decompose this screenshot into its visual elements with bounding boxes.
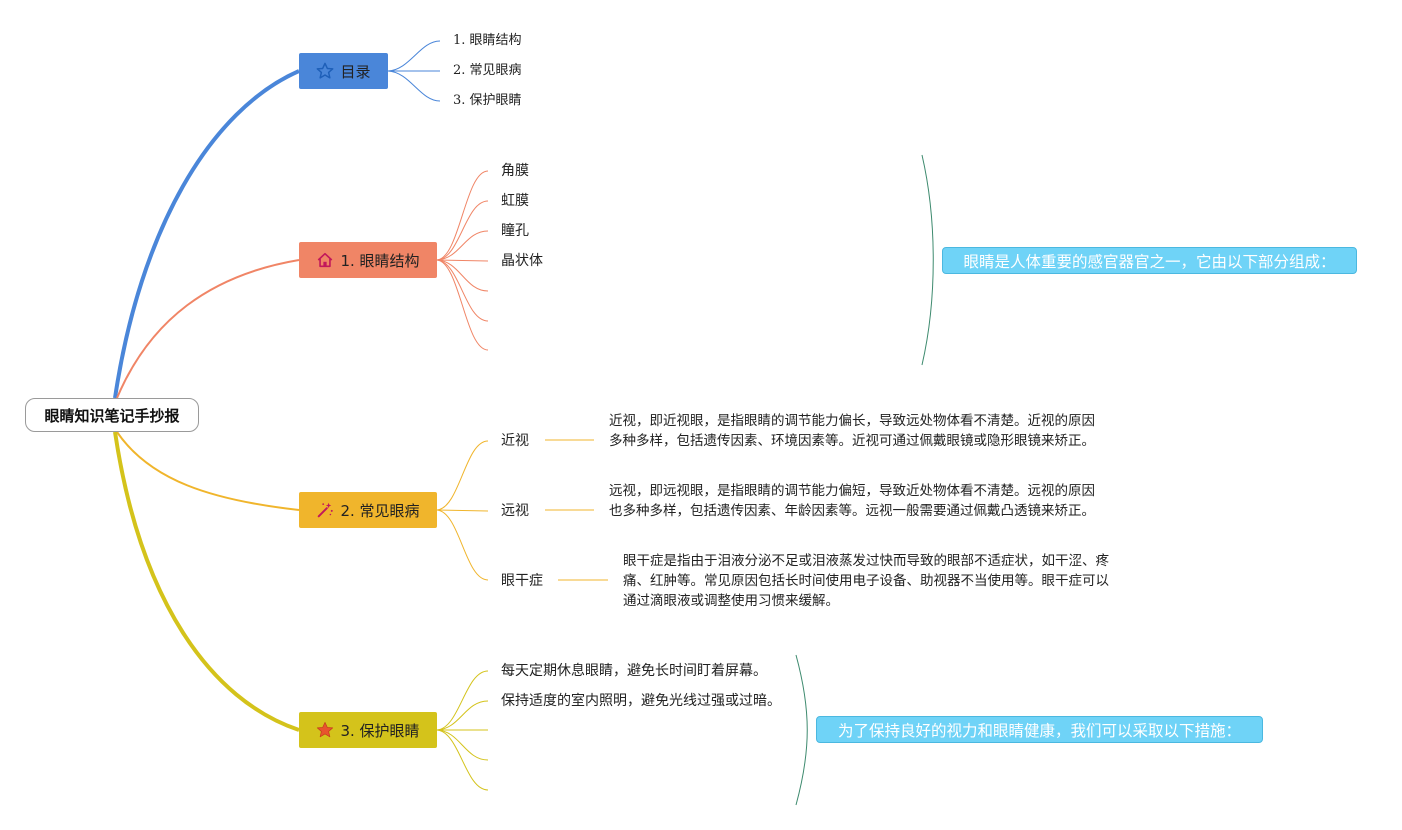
topic-structure[interactable]: 1. 眼睛结构 bbox=[299, 242, 437, 278]
branch-structure-link bbox=[116, 259, 300, 399]
disease-name[interactable]: 近视 bbox=[501, 433, 529, 449]
star-outline-icon bbox=[317, 62, 334, 79]
protect-bracket bbox=[795, 654, 808, 806]
toc-item[interactable]: 3. 保护眼睛 bbox=[453, 93, 522, 108]
disease-name[interactable]: 眼干症 bbox=[501, 573, 543, 589]
branch-protect-link bbox=[113, 431, 300, 732]
topic-protect-label: 3. 保护眼睛 bbox=[340, 721, 420, 740]
disease-description[interactable]: 眼干症是指由于泪液分泌不足或泪液蒸发过快而导致的眼部不适症状，如干涩、疼痛、红肿… bbox=[623, 553, 1109, 609]
structure-item[interactable]: 瞳孔 bbox=[501, 223, 529, 239]
home-icon bbox=[318, 252, 333, 268]
protect-item[interactable]: 每天定期休息眼睛，避免长时间盯着屏幕。 bbox=[501, 663, 767, 679]
magic-wand-icon bbox=[318, 502, 334, 518]
protect-summary[interactable]: 为了保持良好的视力和眼睛健康，我们可以采取以下措施： bbox=[816, 716, 1263, 743]
topic-toc[interactable]: 目录 bbox=[299, 53, 388, 89]
structure-summary[interactable]: 眼睛是人体重要的感官器官之一，它由以下部分组成： bbox=[942, 247, 1357, 274]
protect-item[interactable]: 保持适度的室内照明，避免光线过强或过暗。 bbox=[501, 693, 781, 709]
structure-bracket bbox=[921, 154, 934, 366]
branch-toc-link bbox=[113, 69, 300, 399]
toc-item[interactable]: 1. 眼睛结构 bbox=[453, 33, 522, 48]
root-topic[interactable]: 眼睛知识笔记手抄报 bbox=[25, 398, 199, 432]
star-filled-icon bbox=[317, 721, 334, 738]
structure-item[interactable]: 晶状体 bbox=[501, 253, 543, 269]
disease-name[interactable]: 远视 bbox=[501, 503, 529, 519]
disease-description[interactable]: 近视，即近视眼，是指眼睛的调节能力偏长，导致远处物体看不清楚。近视的原因多种多样… bbox=[609, 413, 1095, 449]
topic-diseases-label: 2. 常见眼病 bbox=[340, 501, 420, 520]
structure-item[interactable]: 虹膜 bbox=[501, 193, 529, 209]
topic-structure-label: 1. 眼睛结构 bbox=[340, 251, 420, 270]
structure-item[interactable]: 角膜 bbox=[501, 163, 529, 179]
topic-toc-label: 目录 bbox=[340, 62, 371, 81]
branch-diseases-link bbox=[116, 431, 300, 511]
toc-item[interactable]: 2. 常见眼病 bbox=[453, 63, 522, 78]
topic-diseases[interactable]: 2. 常见眼病 bbox=[299, 492, 437, 528]
topic-protect[interactable]: 3. 保护眼睛 bbox=[299, 712, 437, 748]
disease-description[interactable]: 远视，即远视眼，是指眼睛的调节能力偏短，导致近处物体看不清楚。远视的原因也多种多… bbox=[609, 483, 1095, 519]
